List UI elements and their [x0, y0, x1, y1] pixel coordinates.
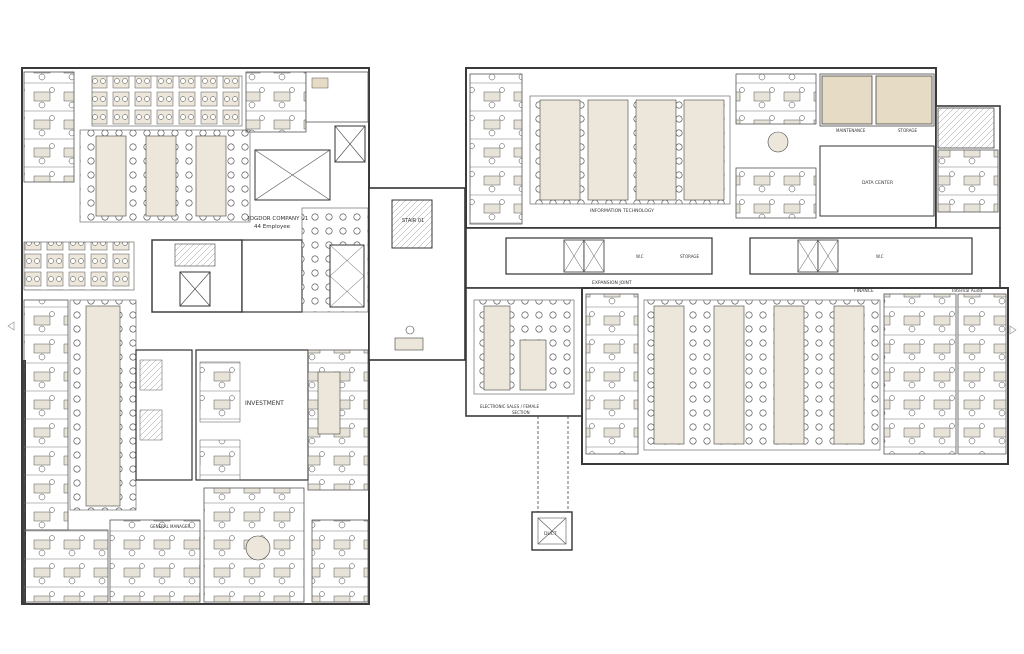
workstations-west — [23, 241, 135, 291]
gm-label: GENERAL MANAGER — [150, 524, 190, 529]
left-building: JOGDOR COMPANY 01 44 Employee INVESTMENT… — [21, 67, 370, 605]
storage-label: STORAGE — [898, 128, 918, 133]
company-label: JOGDOR COMPANY 01 — [247, 216, 308, 222]
right-building: INFORMATION TECHNOLOGY MAINTENANCE STORA… — [465, 67, 1009, 465]
wc2-label: W.C — [876, 254, 884, 259]
marker-left — [7, 321, 15, 331]
it-label: INFORMATION TECHNOLOGY — [590, 208, 654, 214]
duct: DUCT — [531, 416, 573, 551]
expansion-label: EXPANSION JOINT — [592, 280, 632, 286]
employees-label: 44 Employee — [254, 224, 291, 230]
office-block-nw — [23, 71, 75, 183]
wc-label: W.C — [636, 254, 644, 259]
connector: STAIR 01 — [368, 187, 466, 361]
stair-label: STAIR 01 — [402, 218, 424, 224]
workstations-north — [91, 75, 243, 127]
marker-right — [1009, 325, 1017, 335]
audit-label: Internal Audit — [952, 288, 983, 294]
section-label: SECTION — [512, 410, 530, 415]
office-block-west — [23, 299, 69, 531]
maintenance-label: MAINTENANCE — [836, 128, 866, 133]
investment-label: INVESTMENT — [245, 400, 284, 407]
finance-label: FINANCE — [854, 288, 874, 294]
datacenter-label: DATA CENTER — [862, 180, 893, 186]
storage2-label: STORAGE — [680, 254, 700, 259]
duct-label: DUCT — [544, 531, 557, 537]
electronic-label: ELECTRONIC SALES / FEMALE — [480, 404, 539, 409]
